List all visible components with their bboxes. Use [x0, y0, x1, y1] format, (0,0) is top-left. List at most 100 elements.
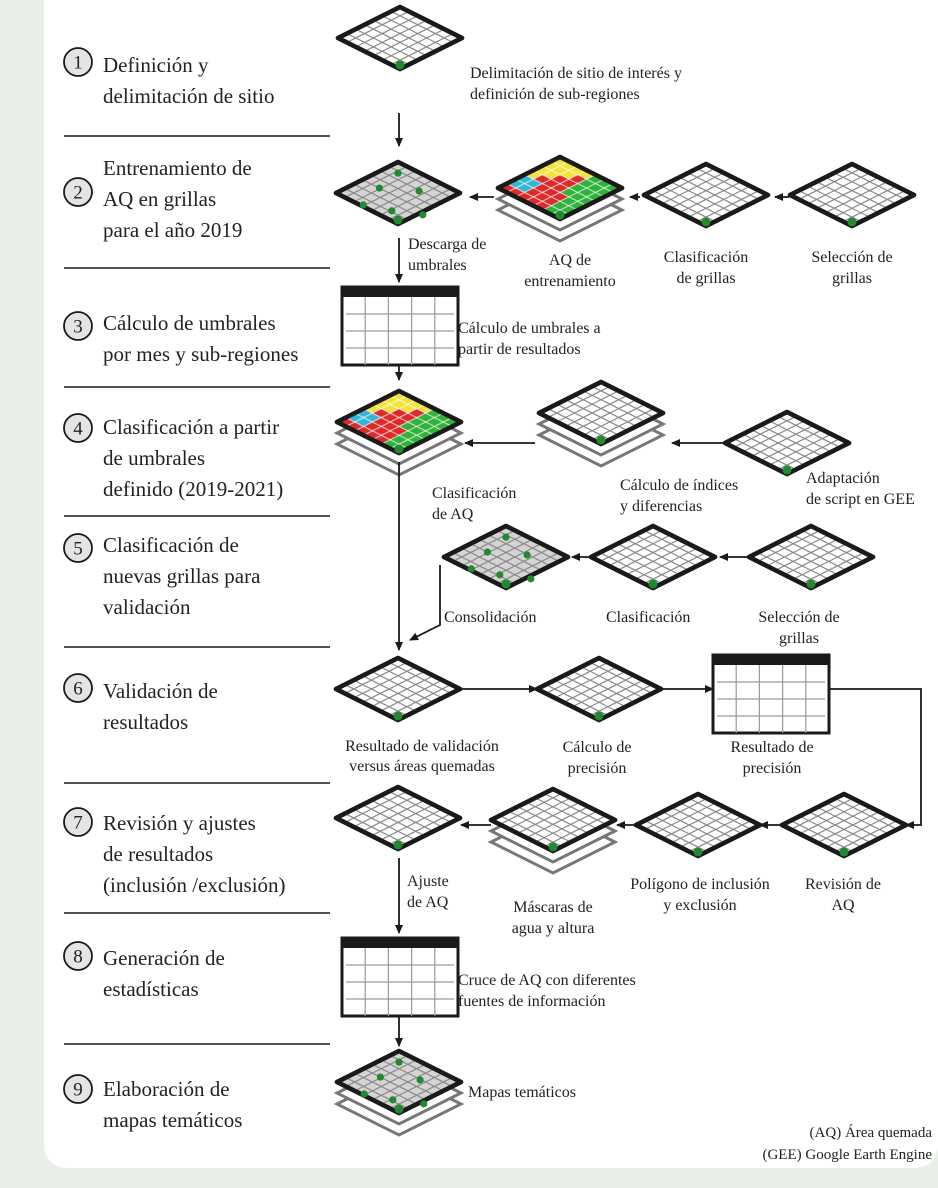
masks-icon [487, 786, 619, 875]
legend: (AQ) Área quemada(GEE) Google Earth Engi… [762, 1124, 932, 1163]
aq-adjust-icon [333, 784, 463, 852]
caption-aq-review-line: AQ [831, 897, 855, 914]
step-title-line: Cálculo de umbrales [103, 311, 276, 335]
caption-stats-table-line: Cruce de AQ con diferentes [458, 972, 636, 989]
index-calculation-icon [535, 379, 667, 468]
caption-polygon-line: y exclusión [663, 897, 736, 914]
caption-gee-script-line: de script en GEE [806, 491, 915, 508]
caption-index-calculation-line: y diferencias [620, 498, 702, 515]
caption-precision-calc-line: Cálculo de [563, 739, 632, 756]
stats-table-icon [340, 936, 460, 1018]
caption-gee-script-line: Adaptación [806, 470, 880, 487]
caption-index-calculation: Cálculo de índices y diferencias [620, 477, 738, 515]
caption-grid-selection-line: Selección de [811, 249, 892, 266]
caption-site-line: definición de sub-regiones [470, 86, 640, 103]
caption-grid-selection: Selección de grillas [811, 249, 892, 287]
caption-validation-result-line: Resultado de validación [345, 738, 499, 755]
caption-new-grid-selection-line: grillas [779, 630, 819, 647]
gee-script-icon [722, 409, 852, 477]
thematic-maps-icon [333, 1048, 465, 1137]
step-title-line: Clasificación de [103, 533, 239, 557]
grid-selection-icon [787, 161, 917, 229]
caption-grid-selection-line: grillas [832, 270, 872, 287]
caption-aq-review-line: Revisión de [805, 876, 881, 893]
step-title-line: validación [103, 595, 191, 619]
new-grid-selection-icon [746, 523, 876, 591]
caption-grid-classification: Clasificación de grillas [664, 249, 748, 287]
step-title-line: estadísticas [103, 977, 199, 1001]
caption-polygon: Polígono de inclusión y exclusión [630, 876, 770, 914]
step-title-line: AQ en grillas [103, 187, 216, 211]
step-7: 7 Revisión y ajustes de resultados (inclusi… [63, 807, 286, 897]
step-number: 3 [73, 317, 83, 338]
caption-threshold-table-line: Cálculo de umbrales a [458, 320, 601, 337]
step-title-line: Revisión y ajustes [103, 811, 256, 835]
caption-download-thresholds-line: Descarga de [408, 236, 486, 253]
step-number-circle [63, 673, 93, 703]
step-title: Revisión y ajustes de resultados (inclusió… [103, 811, 286, 897]
step-number: 1 [73, 53, 83, 74]
caption-polygon-line: Polígono de inclusión [630, 876, 770, 893]
precision-table-icon [711, 653, 831, 735]
legend-line: (AQ) Área quemada [810, 1124, 933, 1141]
step-number: 2 [73, 183, 83, 204]
precision-calc-icon [534, 655, 664, 723]
caption-index-calculation-line: Cálculo de índices [620, 477, 738, 494]
threshold-table-icon [340, 285, 460, 367]
step-number-circle [63, 807, 93, 837]
caption-grid-classification-line: de grillas [676, 270, 735, 287]
caption-aq-adjust-line: Ajuste [407, 873, 449, 890]
caption-consolidation-line: Consolidación [444, 609, 536, 626]
caption-grid-classification-line: Clasificación [664, 249, 748, 266]
caption-precision-calc-line: precisión [568, 760, 627, 777]
step-title-line: mapas temáticos [103, 1108, 242, 1132]
caption-training-aq-line: AQ de [549, 252, 591, 269]
arrow-6-7 [829, 688, 922, 829]
step-title-line: (inclusión /exclusión) [103, 873, 286, 897]
caption-download-thresholds-line: umbrales [408, 257, 467, 274]
caption-precision-table-line: Resultado de [730, 739, 813, 756]
download-thresholds-icon [333, 159, 463, 227]
caption-new-grid-selection-line: Selección de [758, 609, 839, 626]
grid-classification-icon [641, 161, 771, 229]
step-title: Cálculo de umbrales por mes y sub-regione… [103, 311, 298, 366]
consolidation-icon [441, 523, 571, 591]
caption-masks-line: agua y altura [512, 920, 595, 937]
step-title-line: resultados [103, 710, 188, 734]
polygon-icon [633, 791, 763, 859]
caption-classification: Clasificación [606, 609, 690, 626]
validation-result-icon [333, 655, 463, 723]
caption-download-thresholds: Descarga de umbrales [408, 236, 486, 274]
step-number: 6 [73, 679, 83, 700]
caption-thematic-maps-line: Mapas temáticos [468, 1084, 576, 1101]
step-title-line: nuevas grillas para [103, 564, 261, 588]
step-number-circle [63, 1074, 93, 1104]
aq-classification-icon [333, 388, 465, 477]
step-number-circle [63, 533, 93, 563]
step-number: 7 [73, 813, 83, 834]
step-title-line: de resultados [103, 842, 213, 866]
step-title-line: para el año 2019 [103, 218, 242, 242]
step-title-line: por mes y sub-regiones [103, 342, 298, 366]
step-number: 4 [73, 419, 83, 440]
